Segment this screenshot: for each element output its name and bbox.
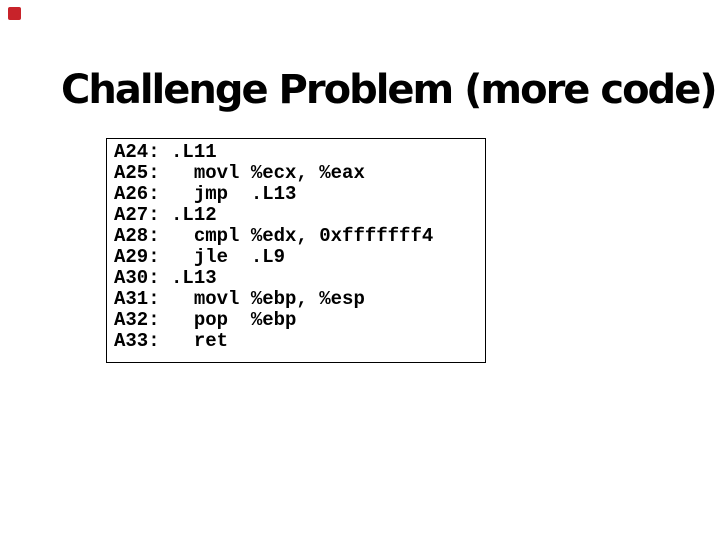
code-line: A27: .L12 bbox=[114, 204, 217, 226]
code-line: A25: movl %ecx, %eax bbox=[114, 162, 365, 184]
code-line: A24: .L11 bbox=[114, 141, 217, 163]
code-line: A32: pop %ebp bbox=[114, 309, 297, 331]
code-line: A31: movl %ebp, %esp bbox=[114, 288, 365, 310]
code-line: A28: cmpl %edx, 0xfffffff4 bbox=[114, 225, 434, 247]
slide-title: Challenge Problem (more code) bbox=[61, 67, 718, 113]
code-line: A30: .L13 bbox=[114, 267, 217, 289]
code-line: A26: jmp .L13 bbox=[114, 183, 297, 205]
assembly-code-box: A24: .L11 A25: movl %ecx, %eax A26: jmp … bbox=[106, 138, 486, 363]
code-line: A33: ret bbox=[114, 330, 229, 352]
code-line: A29: jle .L9 bbox=[114, 246, 286, 268]
record-indicator-icon bbox=[8, 7, 21, 20]
